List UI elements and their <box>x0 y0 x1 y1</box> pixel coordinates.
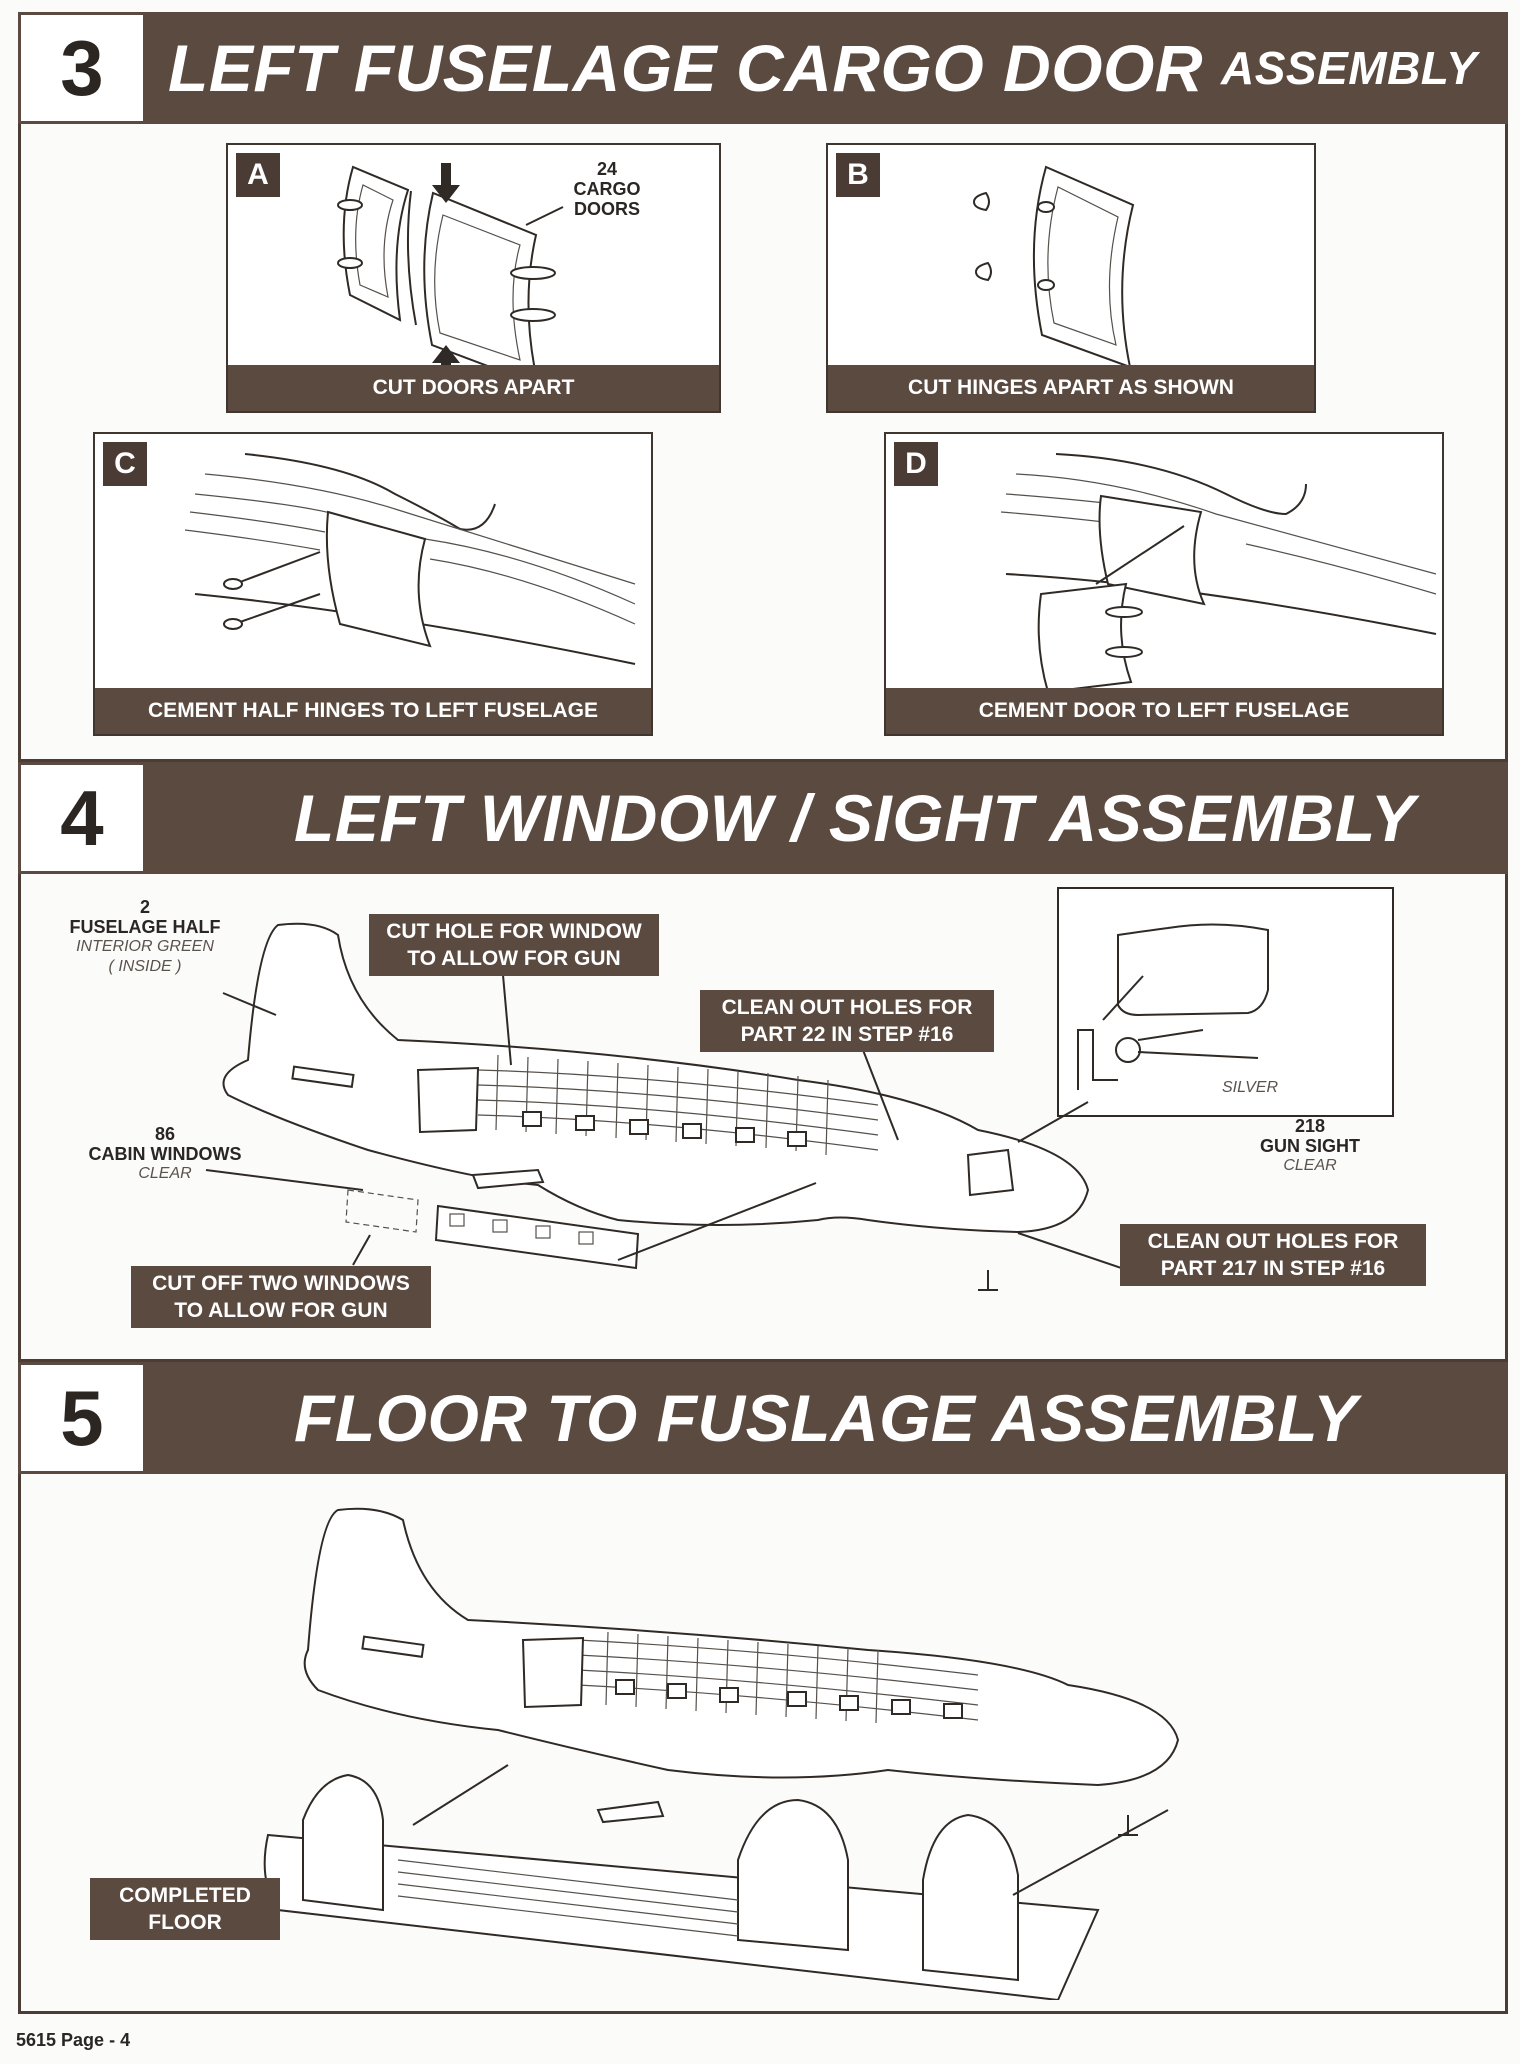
panel-d: D CEMENT DOOR TO LEFT FUSELAGE <box>884 432 1444 736</box>
cabin-windows-num: 86 <box>154 1124 176 1144</box>
cabin-windows-name: CABIN WINDOWS <box>88 1144 242 1164</box>
panel-c: C CEMENT HALF HINGES TO LEFT FUSELAGE <box>93 432 653 736</box>
silver-text: SILVER <box>1221 1079 1279 1096</box>
cabin-windows-note: CLEAR <box>138 1165 192 1182</box>
step-4-header: 4 LEFT WINDOW / SIGHT ASSEMBLY <box>18 762 1508 874</box>
step-title: FLOOR TO FUSLAGE ASSEMBLY <box>294 1381 1358 1455</box>
panel-caption: CEMENT HALF HINGES TO LEFT FUSELAGE <box>95 688 651 734</box>
hinges-illustration <box>972 165 1135 367</box>
gun-sight-label: 218 GUN SIGHT CLEAR <box>1245 1116 1375 1176</box>
gun-sight-name: GUN SIGHT <box>1259 1136 1360 1156</box>
panel-letter: A <box>236 153 280 197</box>
step-5-header: 5 FLOOR TO FUSLAGE ASSEMBLY <box>18 1362 1508 1474</box>
panel-caption: CUT DOORS APART <box>228 365 719 411</box>
page-footer: 5615 Page - 4 <box>16 2030 131 2050</box>
panel-letter: B <box>836 153 880 197</box>
fuselage-window-illustration <box>205 887 1394 1291</box>
step-number: 3 <box>21 15 143 121</box>
cargo-doors-label: 24 CARGO DOORS <box>552 159 662 219</box>
step-number: 4 <box>21 765 143 871</box>
floor-assembly-illustration <box>263 1507 1180 2000</box>
step-title-suffix: ASSEMBLY <box>1221 42 1478 94</box>
cargo-doors-illustration <box>337 163 564 367</box>
panel-letter: C <box>103 442 147 486</box>
clean-part217-callout: CLEAN OUT HOLES FOR PART 217 IN STEP #16 <box>1120 1224 1426 1286</box>
panel-caption: CEMENT DOOR TO LEFT FUSELAGE <box>886 688 1442 734</box>
cut-hole-callout: CUT HOLE FOR WINDOW TO ALLOW FOR GUN <box>369 914 659 976</box>
panel-letter: D <box>894 442 938 486</box>
completed-floor-callout: COMPLETED FLOOR <box>90 1878 280 1940</box>
fuselage-half-label: 2 FUSELAGE HALF INTERIOR GREEN ( INSIDE … <box>55 897 235 977</box>
gun-sight-note: CLEAR <box>1283 1157 1337 1174</box>
gun-sight-num: 218 <box>1294 1116 1326 1136</box>
cargo-doors-text: 24 CARGO DOORS <box>573 159 641 219</box>
fuselage-half-note2: ( INSIDE ) <box>108 958 182 975</box>
step-number: 5 <box>21 1365 143 1471</box>
panel-b: B CUT HINGES APART AS SHOWN <box>826 143 1316 413</box>
door-cement-illustration <box>1000 453 1437 692</box>
step-title-main: LEFT FUSELAGE CARGO DOOR <box>168 31 1203 105</box>
half-hinges-illustration <box>184 453 636 665</box>
panel-caption: CUT HINGES APART AS SHOWN <box>828 365 1314 411</box>
step-title: LEFT FUSELAGE CARGO DOOR ASSEMBLY <box>168 12 1477 124</box>
silver-label: SILVER <box>1205 1078 1295 1098</box>
fuselage-half-num: 2 <box>139 897 150 917</box>
cabin-windows-label: 86 CABIN WINDOWS CLEAR <box>70 1124 260 1184</box>
step-title: LEFT WINDOW / SIGHT ASSEMBLY <box>294 781 1416 855</box>
panel-a: A 24 CARGO DOORS CUT DOORS APART <box>226 143 721 413</box>
clean-part22-callout: CLEAN OUT HOLES FOR PART 22 IN STEP #16 <box>700 990 994 1052</box>
step-3-header: 3 LEFT FUSELAGE CARGO DOOR ASSEMBLY <box>18 12 1508 124</box>
fuselage-half-name: FUSELAGE HALF <box>69 917 221 937</box>
cut-off-windows-callout: CUT OFF TWO WINDOWS TO ALLOW FOR GUN <box>131 1266 431 1328</box>
fuselage-half-note: INTERIOR GREEN <box>76 938 214 955</box>
